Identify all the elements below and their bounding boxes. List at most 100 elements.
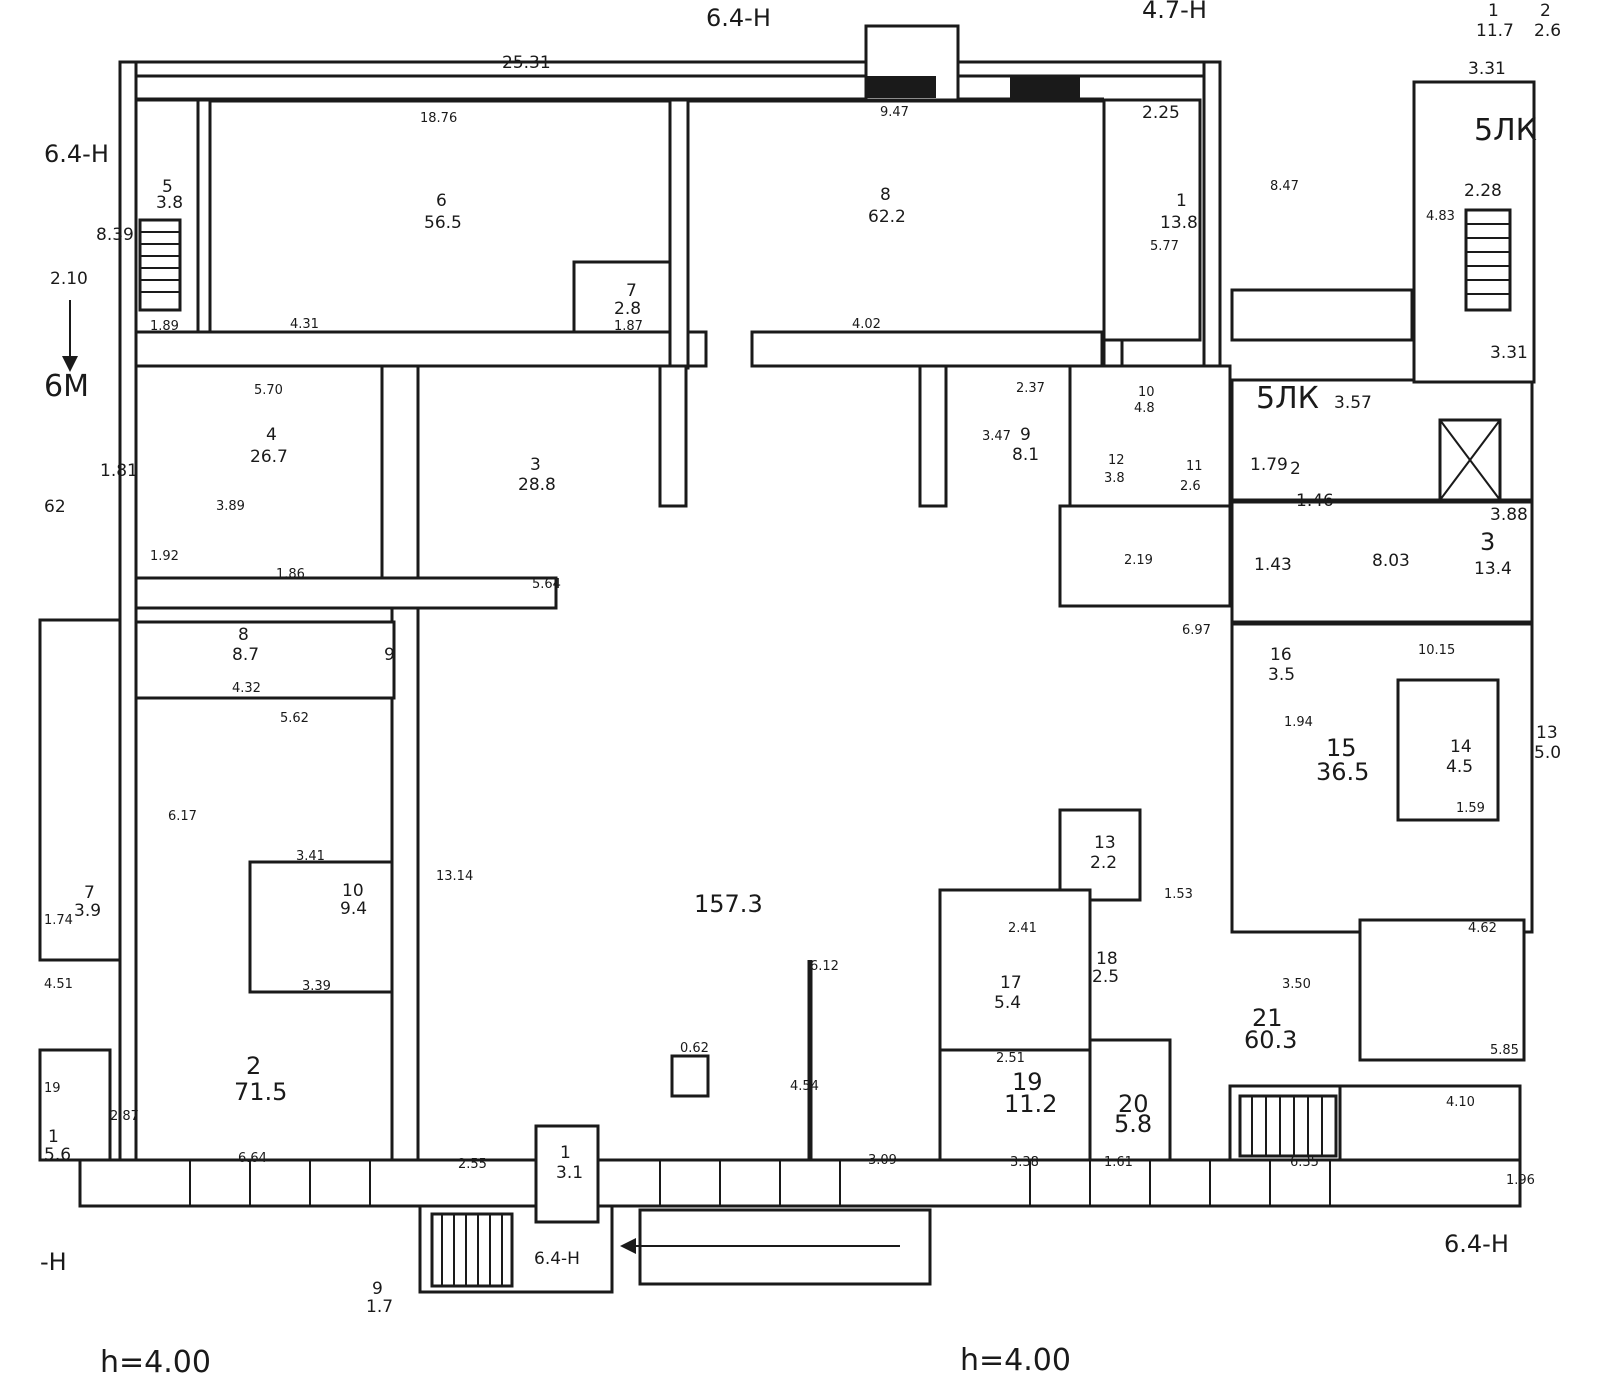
room-number: 9 bbox=[372, 1279, 383, 1299]
dim: 62 bbox=[44, 497, 66, 517]
dim: 3.39 bbox=[302, 979, 331, 994]
room-number: 13 bbox=[1536, 723, 1558, 743]
room-labels: 6 56.5 8 62.2 4 26.7 3 28.8 5 3.8 7 2.8 … bbox=[44, 1, 1561, 1317]
dim: 4.54 bbox=[790, 1079, 819, 1094]
room-number: 1 bbox=[1488, 1, 1499, 21]
room-number: 8 bbox=[880, 185, 891, 205]
dim: 8.47 bbox=[1270, 179, 1299, 194]
room-area: 56.5 bbox=[424, 213, 462, 233]
room-number: 20 bbox=[1118, 1090, 1149, 1118]
room-area: 36.5 bbox=[1316, 758, 1369, 786]
room-area: 2.6 bbox=[1534, 21, 1561, 41]
room-area: 2.6 bbox=[1180, 479, 1201, 494]
dim: 9.47 bbox=[880, 105, 909, 120]
dim: 6.35 bbox=[1290, 1155, 1319, 1170]
marker-bottom-entry: 6.4-Н bbox=[534, 1249, 580, 1269]
dim: 1.94 bbox=[1284, 715, 1313, 730]
dim: 6.12 bbox=[810, 959, 839, 974]
dim: 3.50 bbox=[1282, 977, 1311, 992]
dim: 1.89 bbox=[150, 319, 179, 334]
room-number: 16 bbox=[1270, 645, 1292, 665]
room-area: 5.4 bbox=[994, 993, 1021, 1013]
room-number: 2 bbox=[246, 1052, 261, 1080]
room-number: 5 bbox=[162, 177, 173, 197]
room-area: 5.0 bbox=[1534, 743, 1561, 763]
dim: 1.79 bbox=[1250, 455, 1288, 475]
dim: 6.64 bbox=[238, 1151, 267, 1166]
room-number: 2 bbox=[1540, 1, 1551, 21]
marker-top-b: 4.7-Н bbox=[1142, 0, 1207, 24]
room-area: 1.7 bbox=[366, 1297, 393, 1317]
height-labels: h=4.00 h=4.00 bbox=[100, 1343, 1071, 1380]
room-number: 18 bbox=[1096, 949, 1118, 969]
dim: 4.10 bbox=[1446, 1095, 1475, 1110]
marker-right-b: 5ЛК bbox=[1256, 381, 1319, 416]
dim: 3.89 bbox=[216, 499, 245, 514]
marker-left-b: 6М bbox=[44, 369, 89, 404]
room-number: 9 bbox=[1020, 425, 1031, 445]
dim: 2.25 bbox=[1142, 103, 1180, 123]
dim: 1.81 bbox=[100, 461, 138, 481]
bottom-windows bbox=[189, 1160, 1331, 1206]
dim: 2.55 bbox=[458, 1157, 487, 1172]
room-area: 60.3 bbox=[1244, 1026, 1297, 1054]
room-area: 26.7 bbox=[250, 447, 288, 467]
dim: 19 bbox=[44, 1081, 61, 1096]
dim: 3.31 bbox=[1468, 59, 1506, 79]
room-area: 3.9 bbox=[74, 901, 101, 921]
dim: 13.14 bbox=[436, 869, 473, 884]
room-area: 2.2 bbox=[1090, 853, 1117, 873]
dim: 2.51 bbox=[996, 1051, 1025, 1066]
room-number: 15 bbox=[1326, 734, 1357, 762]
room-area: 4.5 bbox=[1446, 757, 1473, 777]
dim: 4.32 bbox=[232, 681, 261, 696]
dim: 4.31 bbox=[290, 317, 319, 332]
room-number: 4 bbox=[266, 425, 277, 445]
room-area: 13.8 bbox=[1160, 213, 1198, 233]
dim: 4.62 bbox=[1468, 921, 1497, 936]
room-number: 3 bbox=[530, 455, 541, 475]
dim: 1.86 bbox=[276, 567, 305, 582]
dim: 5.64 bbox=[532, 577, 561, 592]
dim: 3.41 bbox=[296, 849, 325, 864]
room-number: 19 bbox=[1012, 1068, 1043, 1096]
dim: 3.57 bbox=[1334, 393, 1372, 413]
dim: 8.39 bbox=[96, 225, 134, 245]
dim-top-total: 25.31 bbox=[502, 53, 551, 73]
dim: 1.61 bbox=[1104, 1155, 1133, 1170]
room-area: 5.8 bbox=[1114, 1110, 1152, 1138]
marker-bottom-left: -Н bbox=[40, 1248, 67, 1276]
dim: 0.62 bbox=[680, 1041, 709, 1056]
marker-left-a: 6.4-Н bbox=[44, 140, 109, 168]
room-number: 1 bbox=[48, 1127, 59, 1147]
room-area: 9.4 bbox=[340, 899, 367, 919]
room-area: 8.1 bbox=[1012, 445, 1039, 465]
dim: 2.41 bbox=[1008, 921, 1037, 936]
dim: 1.87 bbox=[614, 319, 643, 334]
small-room-1 bbox=[534, 1124, 600, 1224]
dim: 10.15 bbox=[1418, 643, 1455, 658]
room-area: 3.8 bbox=[1104, 471, 1125, 486]
room-area: 62.2 bbox=[868, 207, 906, 227]
room-number: 3 bbox=[1480, 528, 1495, 556]
room-number: 8 bbox=[238, 625, 249, 645]
room-number: 17 bbox=[1000, 973, 1022, 993]
room-area: 13.4 bbox=[1474, 559, 1512, 579]
room-number: 7 bbox=[84, 883, 95, 903]
dim: 1.53 bbox=[1164, 887, 1193, 902]
dim: 4.51 bbox=[44, 977, 73, 992]
dim: 3.31 bbox=[1490, 343, 1528, 363]
room-area: 2.5 bbox=[1092, 967, 1119, 987]
stairs-bottom-entry bbox=[430, 1212, 514, 1288]
dim: 3.88 bbox=[1490, 505, 1528, 525]
dim: 2.19 bbox=[1124, 553, 1153, 568]
dim: 5.85 bbox=[1490, 1043, 1519, 1058]
dim: 1.59 bbox=[1456, 801, 1485, 816]
room-area: 11.2 bbox=[1004, 1090, 1057, 1118]
room-area-main-hall: 157.3 bbox=[694, 890, 763, 918]
dim: 5.62 bbox=[280, 711, 309, 726]
room-number: 21 bbox=[1252, 1004, 1283, 1032]
marker-right-a: 5ЛК bbox=[1474, 113, 1537, 148]
top-hatched-columns bbox=[864, 24, 1080, 102]
